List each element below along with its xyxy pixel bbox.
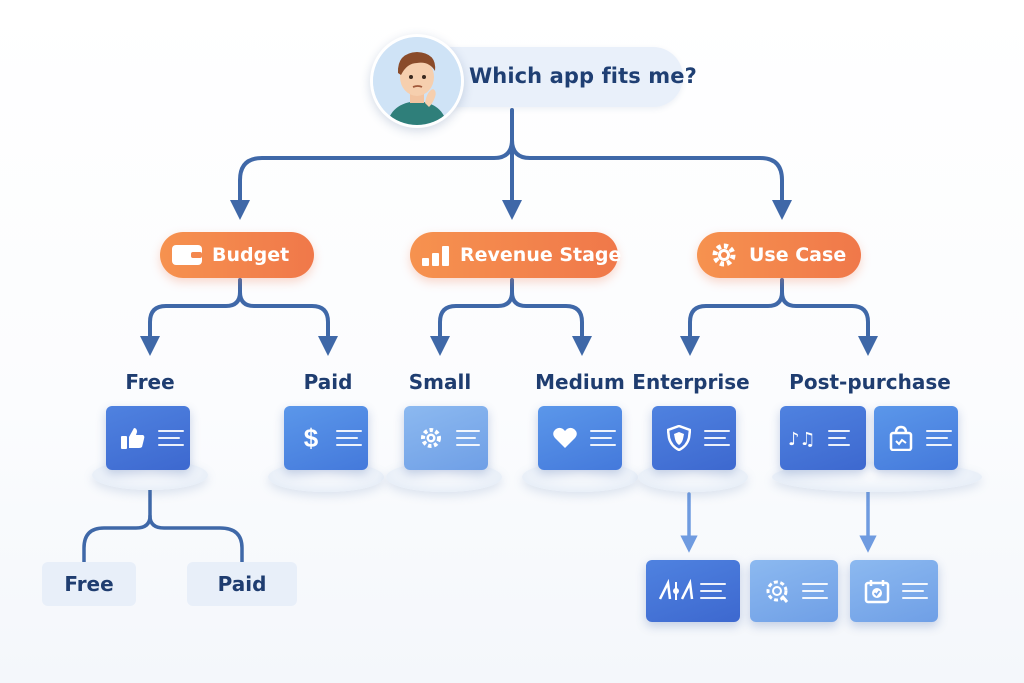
category-pill-use-case[interactable]: Use Case — [697, 232, 861, 278]
dollar-icon: $ — [296, 423, 326, 453]
sub-option-paid[interactable]: Paid — [187, 562, 297, 606]
wallet-icon — [170, 238, 204, 272]
connector-free-sub-right — [148, 514, 244, 564]
app-card-integration[interactable] — [646, 560, 740, 622]
question-text: Which app fits me? — [469, 64, 697, 88]
gear-icon — [707, 238, 741, 272]
connector-budget-free — [140, 278, 242, 356]
connector-usecase-enterprise — [680, 278, 784, 356]
refresh-icon — [762, 576, 792, 606]
app-card-post-purchase-bag[interactable] — [874, 406, 958, 470]
heart-icon — [550, 423, 580, 453]
svg-text:$: $ — [304, 423, 319, 453]
option-label-medium: Medium — [535, 370, 625, 394]
integration-icon — [658, 576, 694, 606]
option-label-post-purchase: Post-purchase — [789, 370, 951, 394]
option-label-paid: Paid — [303, 370, 353, 394]
category-pill-budget[interactable]: Budget — [160, 232, 314, 278]
shield-icon — [664, 423, 694, 453]
option-label-enterprise: Enterprise — [632, 370, 750, 394]
connector-free-sub — [82, 486, 152, 564]
svg-text:♪♫: ♪♫ — [788, 429, 816, 450]
connector-root-stem — [230, 108, 514, 220]
thumbs-up-icon — [118, 423, 148, 453]
category-pill-revenue-stage[interactable]: Revenue Stage — [410, 232, 622, 278]
connector-root-right — [510, 138, 792, 220]
connector-budget-paid — [238, 290, 338, 356]
app-card-medium[interactable] — [538, 406, 622, 470]
app-card-refresh[interactable] — [750, 560, 838, 622]
connector-revenue-medium — [510, 290, 592, 356]
category-label: Revenue Stage — [460, 244, 622, 266]
sub-option-free[interactable]: Free — [42, 562, 136, 606]
thinking-person-avatar — [370, 34, 464, 128]
music-notes-icon: ♪♫ — [788, 423, 824, 453]
option-label-small: Small — [408, 370, 472, 394]
shopping-bag-icon — [886, 423, 916, 453]
category-label: Budget — [212, 244, 290, 266]
app-card-small[interactable] — [404, 406, 488, 470]
app-card-calendar[interactable] — [850, 560, 938, 622]
option-label-free: Free — [125, 370, 175, 394]
bar-chart-icon — [420, 238, 452, 272]
calendar-check-icon — [862, 576, 892, 606]
connector-revenue-small — [430, 278, 514, 356]
app-card-paid[interactable]: $ — [284, 406, 368, 470]
connector-usecase-post — [780, 290, 878, 356]
category-label: Use Case — [749, 244, 847, 266]
gear-icon — [416, 423, 446, 453]
app-card-post-purchase-music[interactable]: ♪♫ — [780, 406, 866, 470]
app-card-enterprise[interactable] — [652, 406, 736, 470]
app-card-free[interactable] — [106, 406, 190, 470]
